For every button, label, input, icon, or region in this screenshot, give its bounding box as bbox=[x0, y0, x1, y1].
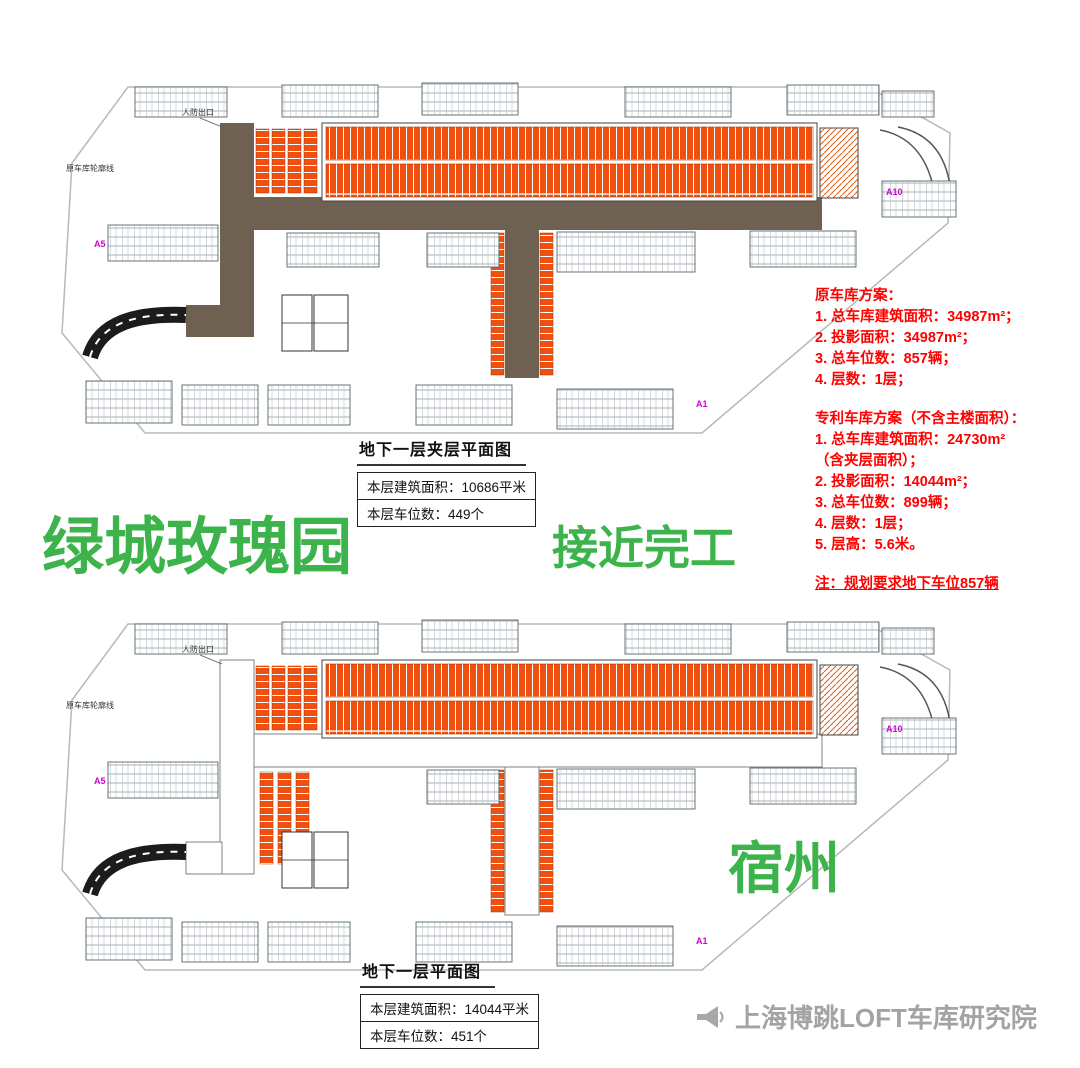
parking-structure bbox=[321, 659, 818, 739]
mezzanine-info-box: 本层建筑面积：10686平米 本层车位数：449个 bbox=[357, 472, 537, 527]
plan-annotations: 人防出口 原车库轮廓线 A5 A10 A1 bbox=[66, 644, 903, 946]
area-row: 本层建筑面积：14044平米 bbox=[361, 995, 538, 1021]
spots-value: 451个 bbox=[451, 1029, 488, 1044]
status-text: 接近完工 bbox=[552, 522, 736, 574]
basement-caption: 地下一层平面图 本层建筑面积：14044平米 本层车位数：451个 bbox=[360, 958, 540, 1049]
garage-outline-label: 原车库轮廓线 bbox=[66, 700, 114, 710]
stall-band bbox=[325, 126, 814, 161]
note-line: （含夹层面积）； bbox=[815, 453, 924, 469]
planning-footnote: 注：规划要求地下车位857辆 bbox=[815, 576, 999, 592]
note-line: 4. 层数：1层； bbox=[815, 516, 912, 532]
equipment-rooms bbox=[281, 831, 349, 889]
brand-name: 上海博跳LOFT车库研究院 bbox=[735, 1003, 1037, 1033]
building-label-a5: A5 bbox=[94, 776, 106, 786]
civil-exit-label: 人防出口 bbox=[182, 107, 214, 117]
buildings bbox=[85, 619, 957, 967]
building-label-a5: A5 bbox=[94, 239, 106, 249]
basement-info-box: 本层建筑面积：14044平米 本层车位数：451个 bbox=[360, 994, 540, 1049]
mezzanine-plan-title: 地下一层夹层平面图 bbox=[357, 436, 527, 466]
spots-label: 本层车位数： bbox=[370, 1029, 451, 1044]
mezzanine-floor-plan: 人防出口 原车库轮廓线 A5 A10 A1 bbox=[61, 82, 957, 434]
note-line: 1. 总车库建筑面积：24730m² bbox=[815, 432, 1006, 448]
garage-outline-label: 原车库轮廓线 bbox=[66, 163, 114, 173]
mezzanine-caption: 地下一层夹层平面图 本层建筑面积：10686平米 本层车位数：449个 bbox=[357, 436, 537, 527]
spots-row: 本层车位数：449个 bbox=[358, 499, 536, 526]
brand-footer: 上海博跳LOFT车库研究院 bbox=[694, 998, 1037, 1035]
spots-row: 本层车位数：451个 bbox=[361, 1021, 539, 1048]
note-line: 1. 总车库建筑面积：34987m²； bbox=[815, 309, 1020, 325]
brand-logo-icon bbox=[697, 1005, 724, 1028]
building-label-a10: A10 bbox=[886, 724, 903, 734]
basement-floor-plan: 人防出口 原车库轮廓线 A5 A10 A1 bbox=[61, 619, 957, 971]
buildings bbox=[85, 82, 957, 430]
garage-notes: 原车库方案： 1. 总车库建筑面积：34987m²； 2. 投影面积：34987… bbox=[815, 286, 1077, 595]
stall-columns bbox=[255, 128, 554, 376]
stall-columns bbox=[255, 665, 554, 913]
spots-label: 本层车位数： bbox=[367, 507, 448, 522]
city-name: 宿州 bbox=[728, 837, 840, 900]
entry-ramp bbox=[82, 306, 187, 360]
area-label: 本层建筑面积： bbox=[367, 480, 462, 495]
stall-band bbox=[325, 700, 814, 735]
entry-ramp bbox=[82, 843, 187, 897]
parking-structure bbox=[321, 122, 818, 202]
building-label-a10: A10 bbox=[886, 187, 903, 197]
plan-annotations: 人防出口 原车库轮廓线 A5 A10 A1 bbox=[66, 107, 903, 409]
civil-exit-label: 人防出口 bbox=[182, 644, 214, 654]
area-value: 10686平米 bbox=[461, 480, 527, 495]
stall-band bbox=[325, 163, 814, 198]
area-row: 本层建筑面积：10686平米 bbox=[358, 473, 535, 499]
area-value: 14044平米 bbox=[464, 1002, 530, 1017]
patent-plan-title: 专利车库方案（不含主楼面积）： bbox=[815, 411, 1026, 427]
note-line: 5. 层高：5.6米。 bbox=[815, 537, 924, 553]
note-line: 4. 层数：1层； bbox=[815, 372, 912, 388]
basement-plan-title: 地下一层平面图 bbox=[360, 958, 496, 988]
spots-value: 449个 bbox=[448, 507, 485, 522]
project-name: 绿城玫瑰园 bbox=[42, 513, 353, 582]
note-line: 3. 总车位数：857辆； bbox=[815, 351, 957, 367]
roads bbox=[186, 123, 822, 378]
stall-band bbox=[325, 663, 814, 698]
building-label-a1: A1 bbox=[696, 936, 708, 946]
stairs bbox=[819, 127, 859, 199]
note-line: 3. 总车位数：899辆； bbox=[815, 495, 957, 511]
area-label: 本层建筑面积： bbox=[370, 1002, 465, 1017]
building-label-a1: A1 bbox=[696, 399, 708, 409]
original-plan-title: 原车库方案： bbox=[815, 288, 902, 304]
note-line: 2. 投影面积：14044m²； bbox=[815, 474, 977, 490]
note-line: 2. 投影面积：34987m²； bbox=[815, 330, 977, 346]
stairs bbox=[819, 664, 859, 736]
equipment-rooms bbox=[281, 294, 349, 352]
